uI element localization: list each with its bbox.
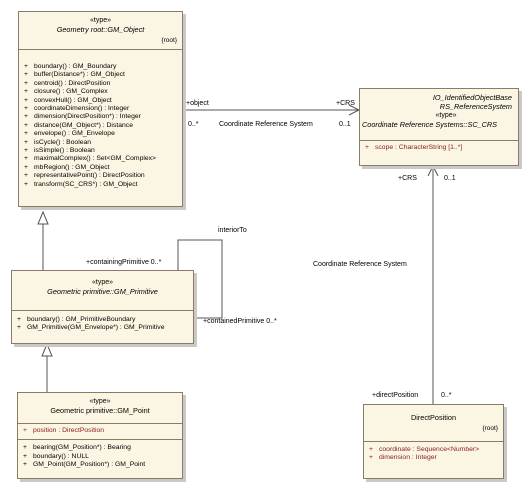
operation-row[interactable]: +distance(GM_Object*) : Distance: [24, 121, 133, 129]
root-tag: {root}: [482, 425, 498, 432]
operations-section: +boundary() : GM_Boundary +buffer(Distan…: [19, 49, 182, 192]
operation-row[interactable]: +closure() : GM_Complex: [24, 88, 108, 96]
attribute-row[interactable]: +coordinate : Sequence<Number>: [369, 446, 480, 453]
operations-section: +boundary() : GM_PrimitiveBoundary +GM_P…: [12, 310, 193, 336]
operation-row[interactable]: +coordinateDimension() : Integer: [24, 105, 130, 113]
class-direct-position[interactable]: DirectPosition {root} +coordinate : Sequ…: [363, 404, 504, 479]
operation-row[interactable]: +envelope() : GM_Envelope: [24, 130, 115, 138]
operation-row[interactable]: +representativePoint() : DirectPosition: [24, 172, 145, 180]
class-name: Geometric primitive::GM_Primitive: [47, 287, 158, 296]
operations-section: +bearing(GM_Position*) : Bearing +bounda…: [18, 439, 182, 472]
generalization-primitive-object-head: [37, 210, 49, 225]
operation-row[interactable]: +GM_Primitive(GM_Envelope*) : GM_Primiti…: [17, 324, 165, 332]
class-name: Geometry root::GM_Object: [56, 25, 145, 34]
root-tag: {root}: [161, 37, 177, 44]
operation-row[interactable]: +buffer(Distance*) : GM_Object: [24, 71, 125, 79]
operation-row[interactable]: +GM_Point(GM_Position*) : GM_Point: [23, 461, 146, 469]
class-gm-point[interactable]: «type» Geometric primitive::GM_Point +po…: [17, 392, 183, 479]
interior-to-label: interiorTo: [218, 227, 247, 234]
object-role-label: +object: [186, 100, 209, 107]
position-crs-multiplicity-label: 0..1: [444, 175, 456, 182]
operation-row[interactable]: +boundary() : GM_Boundary: [24, 63, 117, 70]
generalization-point-primitive-head: [41, 342, 53, 357]
operation-row[interactable]: +boundary() : GM_PrimitiveBoundary: [17, 316, 136, 323]
attribute-row[interactable]: +position : DirectPosition: [23, 427, 105, 434]
association-position-crs-arrow: [427, 164, 439, 177]
class-header: «type» Geometry root::GM_Object {root}: [19, 12, 182, 49]
class-sc-crs[interactable]: IO_IdentifiedObjectBase RS_ReferenceSyst…: [359, 88, 519, 166]
class-header: IO_IdentifiedObjectBase RS_ReferenceSyst…: [360, 89, 518, 140]
parent-class-name: RS_ReferenceSystem: [439, 102, 512, 111]
attribute-row[interactable]: +dimension : Integer: [369, 454, 437, 462]
position-crs-association-name: Coordinate Reference System: [313, 261, 407, 268]
position-crs-role-label: +CRS: [398, 175, 417, 182]
operation-row[interactable]: +bearing(GM_Position*) : Bearing: [23, 444, 131, 452]
class-name: DirectPosition: [410, 413, 456, 422]
direct-position-multiplicity-label: 0..*: [441, 392, 452, 399]
class-header: «type» Geometric primitive::GM_Point: [18, 393, 182, 423]
object-crs-association-name: Coordinate Reference System: [219, 121, 313, 128]
stereotype-label: «type»: [89, 398, 111, 405]
object-multiplicity-label: 0..*: [188, 121, 199, 128]
stereotype-label: «type»: [435, 112, 457, 119]
stereotype-label: «type»: [91, 279, 114, 286]
operation-row[interactable]: +maximalComplex() : Set<GM_Complex>: [24, 155, 157, 163]
operation-row[interactable]: +mbRegion() : GM_Object: [24, 163, 110, 171]
operation-row[interactable]: +isSimple() : Boolean: [24, 147, 95, 155]
attribute-row[interactable]: +scope : CharacterString [1..*]: [365, 144, 463, 151]
operation-row[interactable]: +convexHull() : GM_Object: [24, 96, 112, 104]
contained-primitive-label: +containedPrimitive 0..*: [203, 318, 277, 325]
class-header: «type» Geometric primitive::GM_Primitive: [12, 271, 193, 310]
association-interior-to: [177, 239, 223, 319]
class-name: Geometric primitive::GM_Point: [50, 406, 150, 415]
attributes-section: +position : DirectPosition: [18, 423, 182, 439]
attributes-section: +scope : CharacterString [1..*]: [360, 140, 518, 155]
crs-multiplicity-label: 0..1: [339, 121, 351, 128]
operation-row[interactable]: +transform(SC_CRS*) : GM_Object: [24, 180, 138, 188]
parent-class-line: IO_IdentifiedObjectBase: [432, 93, 512, 102]
class-name: Coordinate Reference Systems::SC_CRS: [362, 120, 498, 129]
stereotype-label: «type»: [89, 17, 112, 24]
attributes-section: +coordinate : Sequence<Number> +dimensio…: [364, 441, 503, 466]
class-gm-object[interactable]: «type» Geometry root::GM_Object {root} +…: [18, 11, 183, 207]
direct-position-role-label: +directPosition: [372, 392, 419, 399]
operation-row[interactable]: +isCycle() : Boolean: [24, 138, 92, 146]
operation-row[interactable]: +boundary() : NULL: [23, 452, 89, 460]
operation-row[interactable]: +dimension(DirectPosition*) : Integer: [24, 113, 141, 121]
class-header: DirectPosition {root}: [364, 405, 503, 441]
class-gm-primitive[interactable]: «type» Geometric primitive::GM_Primitive…: [11, 270, 194, 344]
crs-role-label: +CRS: [336, 100, 355, 107]
containing-primitive-label: +containingPrimitive 0..*: [86, 259, 162, 266]
operation-row[interactable]: +centroid() : DirectPosition: [24, 79, 111, 87]
